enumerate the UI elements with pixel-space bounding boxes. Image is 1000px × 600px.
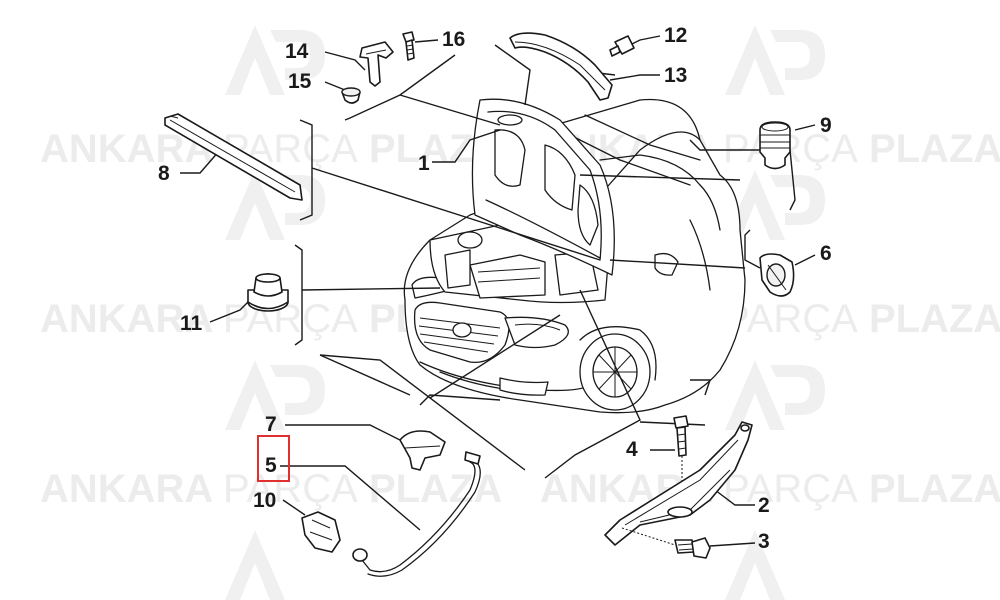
callout-9: 9 (820, 114, 832, 137)
callout-12: 12 (664, 24, 687, 47)
callout-13: 13 (664, 64, 687, 87)
hinge-bolt-3[interactable] (621, 527, 711, 559)
screw-12[interactable] (609, 35, 635, 57)
rubber-stop-buffer[interactable] (759, 121, 791, 170)
callout-16: 16 (442, 28, 465, 51)
callout-8: 8 (158, 162, 170, 185)
callout-4: 4 (626, 438, 638, 461)
callout-1: 1 (418, 152, 430, 175)
callout-6: 6 (820, 242, 832, 265)
watermark-text-row: ANKARA PARÇA PLAZA (40, 127, 502, 171)
bolt-4[interactable] (673, 415, 689, 505)
windshield-trim-strip[interactable] (509, 32, 613, 101)
callout-14: 14 (285, 40, 309, 63)
grommet-15[interactable] (341, 87, 361, 104)
callout-5: 5 (265, 454, 277, 477)
hood-panel[interactable] (471, 98, 615, 276)
bolt-16[interactable] (402, 31, 415, 61)
callout-5-highlight-box (257, 435, 290, 482)
hood-hinge[interactable] (604, 421, 753, 546)
callout-11: 11 (180, 312, 203, 335)
callout-3: 3 (758, 530, 770, 553)
callout-7: 7 (265, 413, 277, 436)
hood-seal-strip[interactable] (164, 113, 303, 201)
hood-bump-pad[interactable] (759, 253, 795, 297)
callout-labels: 1 2 3 4 5 6 7 8 9 10 11 12 13 14 15 16 (158, 24, 832, 553)
hood-latch[interactable] (399, 430, 446, 471)
hood-release-cable[interactable] (352, 451, 481, 577)
cable-bracket[interactable] (301, 511, 341, 553)
callout-10: 10 (253, 489, 276, 512)
watermark-text-row: ANKARA PARÇA PLAZA (540, 467, 1000, 511)
rubber-bumper-stop[interactable] (247, 273, 289, 312)
callout-15: 15 (288, 70, 312, 93)
callout-2: 2 (758, 494, 770, 517)
hood-bracket[interactable] (359, 41, 394, 87)
